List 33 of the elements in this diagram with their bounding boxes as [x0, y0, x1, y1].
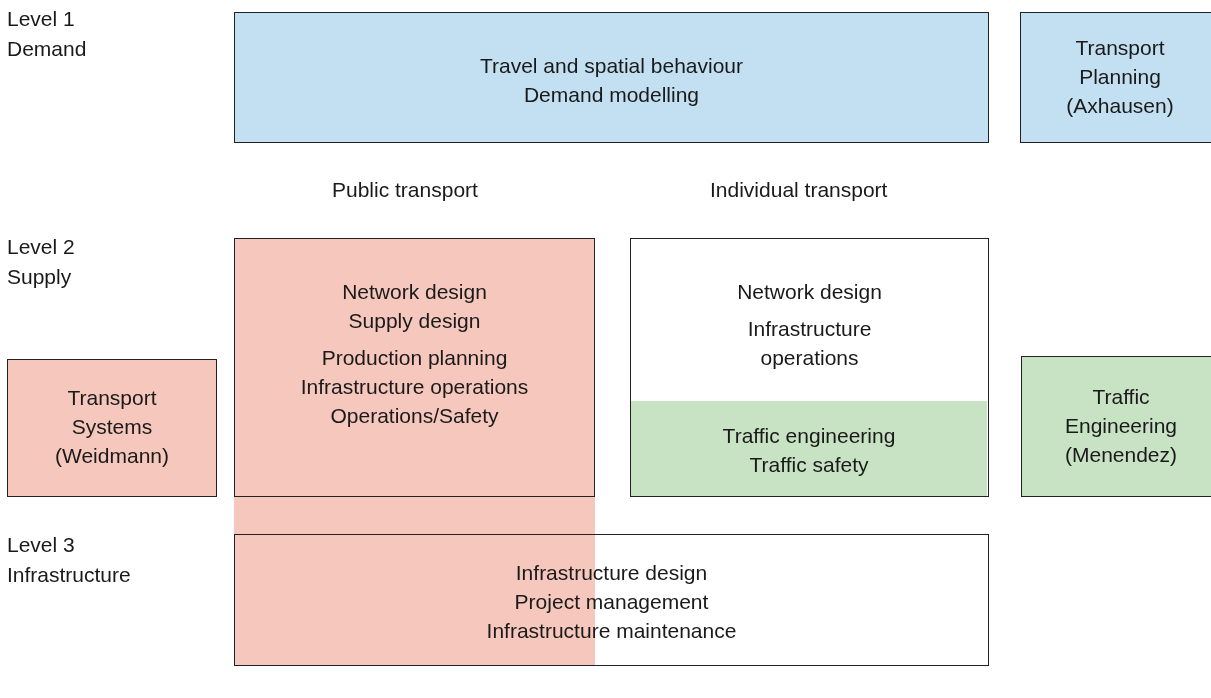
box-text: Supply design: [348, 308, 481, 334]
row-label: Demand: [7, 36, 87, 62]
traffic-engineering-band: [631, 401, 987, 496]
infrastructure-box: [234, 534, 989, 666]
box-text: Operations/Safety: [330, 403, 499, 429]
chair-box: [1021, 356, 1211, 497]
row-label: Public transport: [332, 177, 478, 203]
row-label: Level 3: [7, 532, 75, 558]
box-text: Infrastructure operations: [300, 374, 529, 400]
box-text: Traffic Engineering (Menendez): [1063, 384, 1179, 468]
box-text: Network design: [342, 279, 487, 305]
box-text: Demand modelling: [523, 82, 700, 108]
row-label: Supply: [7, 264, 72, 290]
box-text: Project management: [514, 589, 709, 615]
box-text: Travel and spatial behaviour: [479, 53, 743, 79]
chair-box: [7, 359, 217, 497]
box-text: Infrastructure design: [515, 560, 708, 586]
row-label: Level 1: [7, 6, 75, 32]
individual-transport-box: [630, 238, 989, 497]
box-text: Infrastructure maintenance: [486, 618, 737, 644]
box-text: Infrastructure operations: [746, 316, 873, 371]
box-text: Transport Planning (Axhausen): [1065, 35, 1175, 119]
box-text: Network design: [737, 279, 882, 305]
row-label: Individual transport: [710, 177, 888, 203]
demand-box: [234, 12, 989, 143]
row-label: Level 2: [7, 234, 75, 260]
box-text: Traffic engineering: [722, 423, 896, 449]
row-label: Infrastructure: [7, 562, 131, 588]
chair-box: [1020, 12, 1211, 143]
box-text: Transport Systems (Weidmann): [54, 385, 170, 469]
box-text: Production planning: [321, 345, 508, 371]
public-transport-box: [234, 238, 595, 497]
box-text: Traffic safety: [749, 452, 869, 478]
